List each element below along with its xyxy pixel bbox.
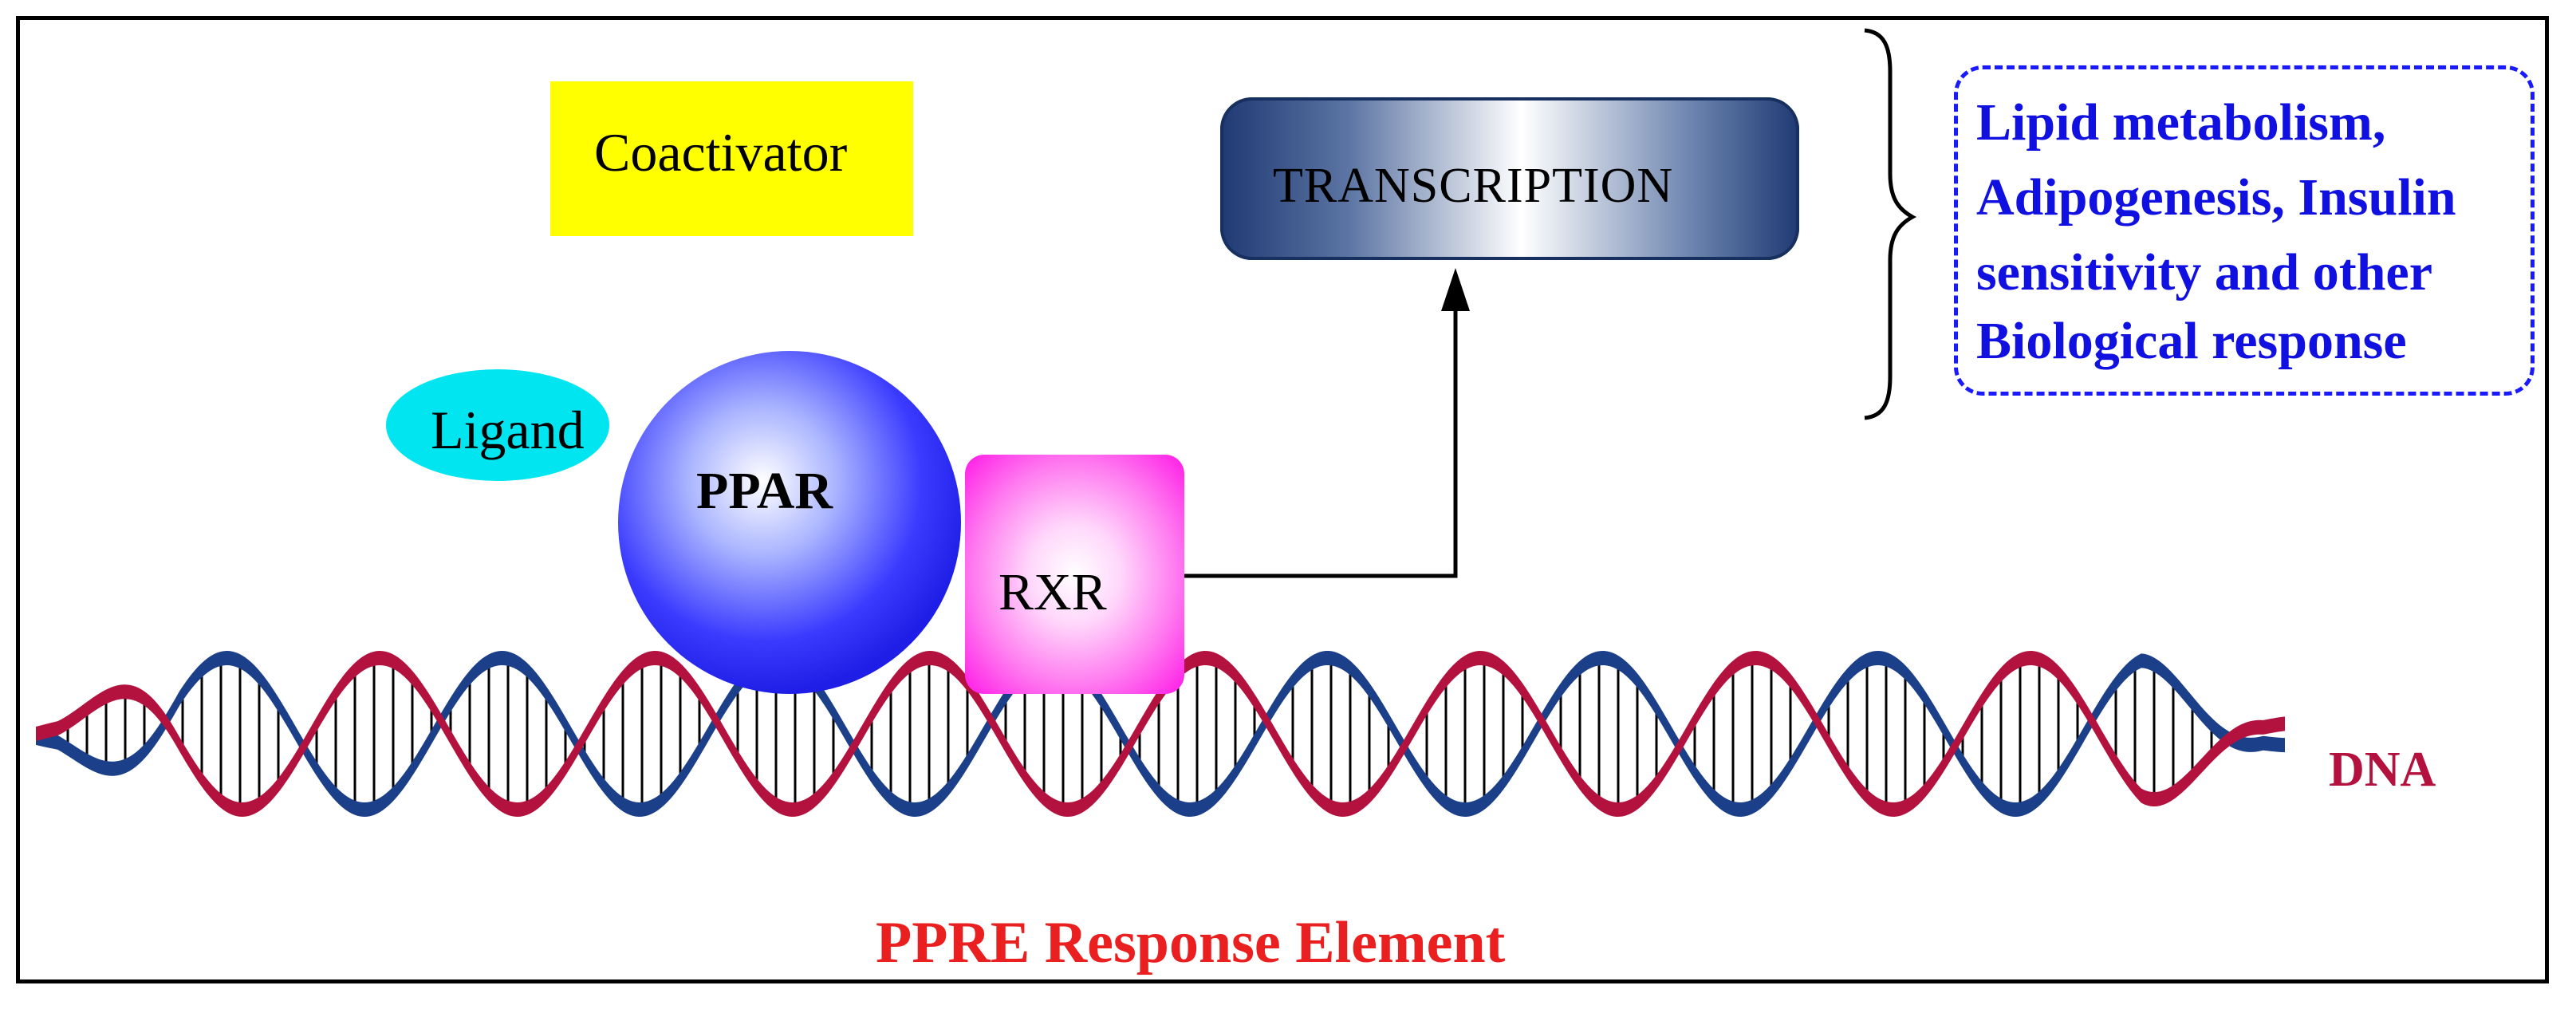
- transcription-box: [1220, 97, 1799, 260]
- ppar-sphere: [618, 351, 961, 694]
- ppre-label: PPRE Response Element: [876, 910, 1506, 975]
- dna-strand-blue: [36, 651, 2285, 817]
- ligand-label: Ligand: [431, 400, 585, 460]
- dna-label: DNA: [2329, 743, 2436, 797]
- rxr-label: RXR: [998, 563, 1107, 621]
- outcome-line: Adipogenesis, Insulin: [1976, 168, 2456, 227]
- rxr-to-transcription-arrow: [1159, 309, 1458, 578]
- transcription-label: TRANSCRIPTION: [1273, 159, 1674, 213]
- coactivator-label: Coactivator: [594, 122, 848, 183]
- outcome-line: Lipid metabolism,: [1976, 93, 2386, 152]
- coactivator-box: [550, 81, 913, 236]
- outcome-box: [1954, 65, 2535, 396]
- ppar-label: PPAR: [696, 462, 833, 520]
- outcome-line: sensitivity and other: [1976, 243, 2433, 302]
- rxr-box: [965, 455, 1184, 694]
- dna-helix: [36, 651, 2285, 817]
- outcome-line: Biological response: [1976, 312, 2407, 370]
- brace-icon: [1864, 28, 1917, 420]
- arrowhead-icon: [1441, 268, 1470, 311]
- ligand-shape: [386, 369, 609, 481]
- dna-strand-red: [36, 651, 2285, 817]
